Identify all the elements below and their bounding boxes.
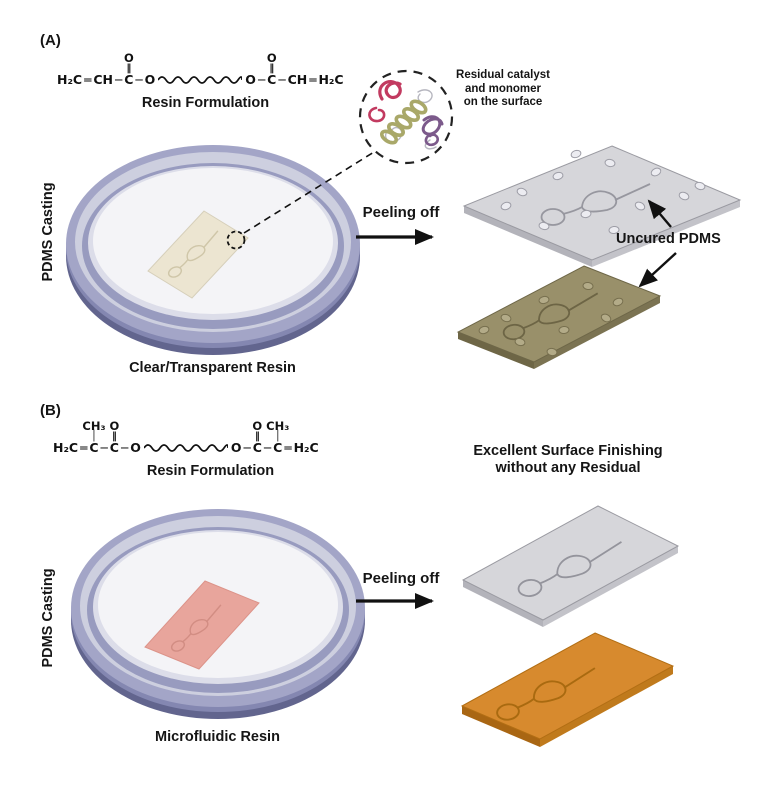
- methyl-group: CH₃ │: [266, 419, 290, 442]
- double-bond: ═: [80, 440, 88, 455]
- carbonyl-group: O ‖ C: [266, 51, 277, 87]
- formula-atom: O: [245, 72, 256, 87]
- methyl-carbon-group: CH₃ │ C: [266, 419, 290, 455]
- catalyst-pink-icon: [368, 106, 386, 123]
- residual-inset-caption: Residual catalyst and monomer on the sur…: [456, 69, 550, 108]
- formula-atom: O: [144, 72, 156, 87]
- single-bond: ─: [278, 72, 286, 87]
- double-bond: ═: [84, 72, 92, 87]
- single-bond: ─: [115, 72, 123, 87]
- formula-atom: H₂C: [293, 440, 319, 455]
- carbonyl-group: O ‖ C: [123, 51, 134, 87]
- pdms-casting-label-a: PDMS Casting: [40, 182, 56, 282]
- monomer-strand-icon: [417, 89, 433, 104]
- peeling-label-a: Peeling off: [362, 204, 440, 221]
- zoom-connector-line: [243, 151, 375, 234]
- chip-resin-orange: [460, 632, 675, 747]
- carbonyl-group: O ‖ C: [109, 419, 120, 455]
- monomer-strand-icon: [424, 139, 437, 150]
- single-bond: ─: [135, 72, 143, 87]
- formula-atom: H₂C: [53, 440, 79, 455]
- chip-face: [462, 145, 742, 261]
- chip-pdms-clean-gray: [461, 505, 680, 627]
- carbonyl-group: O ‖ C: [252, 419, 263, 455]
- formula-atom: CH: [93, 72, 113, 87]
- dish-caption-a: Clear/Transparent Resin: [129, 360, 296, 376]
- resin-formulation-caption-a: Resin Formulation: [141, 95, 270, 111]
- formula-atom: CH: [287, 72, 308, 87]
- chip-uncured-olive: [456, 265, 662, 369]
- result-heading-b: Excellent Surface Finishing without any …: [473, 443, 663, 476]
- zoom-target-circle: [226, 230, 246, 250]
- panel-a-label: (A): [40, 32, 61, 49]
- monomer-strand-icon: [384, 126, 403, 143]
- catalyst-monomer-molecules: [368, 79, 444, 150]
- catalyst-purple-icon: [424, 133, 440, 147]
- catalyst-helix-icon: [380, 99, 428, 145]
- petri-dish-a: [66, 145, 360, 355]
- carbonyl-oxygen: O ‖: [123, 51, 134, 74]
- droplet: [569, 148, 583, 160]
- chip-pdms-uncured-gray: [462, 145, 742, 267]
- formula-atom: O: [130, 440, 141, 455]
- peeling-label-b: Peeling off: [362, 570, 440, 587]
- double-bond: ═: [284, 440, 292, 455]
- carbonyl-oxygen: O ‖: [109, 419, 120, 442]
- resin-formulation-caption-b: Resin Formulation: [146, 463, 275, 479]
- carbonyl-oxygen: O ‖: [266, 51, 277, 74]
- panel-b-label: (B): [40, 402, 61, 419]
- chip-microfluidic-resin: [144, 580, 260, 670]
- uncured-arrow-top: [647, 199, 672, 228]
- formula-b: H₂C ═ CH₃ │ C ─ O ‖ C ─ O O ─ O ‖: [52, 414, 320, 455]
- formula-atom: O: [230, 440, 242, 455]
- single-bond: ─: [120, 440, 129, 455]
- petri-dish-b: [71, 509, 365, 719]
- single-bond: ─: [100, 440, 108, 455]
- single-bond: ─: [243, 440, 251, 455]
- uncured-pdms-label: Uncured PDMS: [616, 231, 721, 247]
- chip-clear-resin: [147, 210, 249, 299]
- double-bond: ═: [309, 72, 317, 87]
- polymer-chain-squiggle: [158, 75, 243, 84]
- single-bond: ─: [263, 440, 272, 455]
- uncured-arrow-bottom: [638, 252, 677, 288]
- chip-clear-resin-face: [147, 210, 249, 299]
- catalyst-purple-icon: [421, 115, 444, 136]
- chip-face: [461, 505, 680, 621]
- formula-atom: H₂C: [318, 72, 344, 87]
- formula-a: H₂C ═ CH ─ O ‖ C ─ O O ─ O ‖ C ─ CH ═ H₂…: [56, 46, 345, 87]
- methyl-carbon-group: CH₃ │ C: [82, 419, 106, 455]
- carbonyl-oxygen: O ‖: [252, 419, 263, 442]
- pdms-casting-label-b: PDMS Casting: [40, 568, 56, 668]
- dish-caption-b: Microfluidic Resin: [155, 729, 280, 745]
- catalyst-pink-icon: [378, 79, 402, 101]
- polymer-chain-squiggle: [143, 443, 228, 452]
- methyl-group: CH₃ │: [82, 419, 106, 442]
- single-bond: ─: [257, 72, 266, 87]
- formula-atom: H₂C: [57, 72, 83, 87]
- residual-inset: [358, 69, 454, 165]
- chip-resin-pink-face: [144, 580, 260, 670]
